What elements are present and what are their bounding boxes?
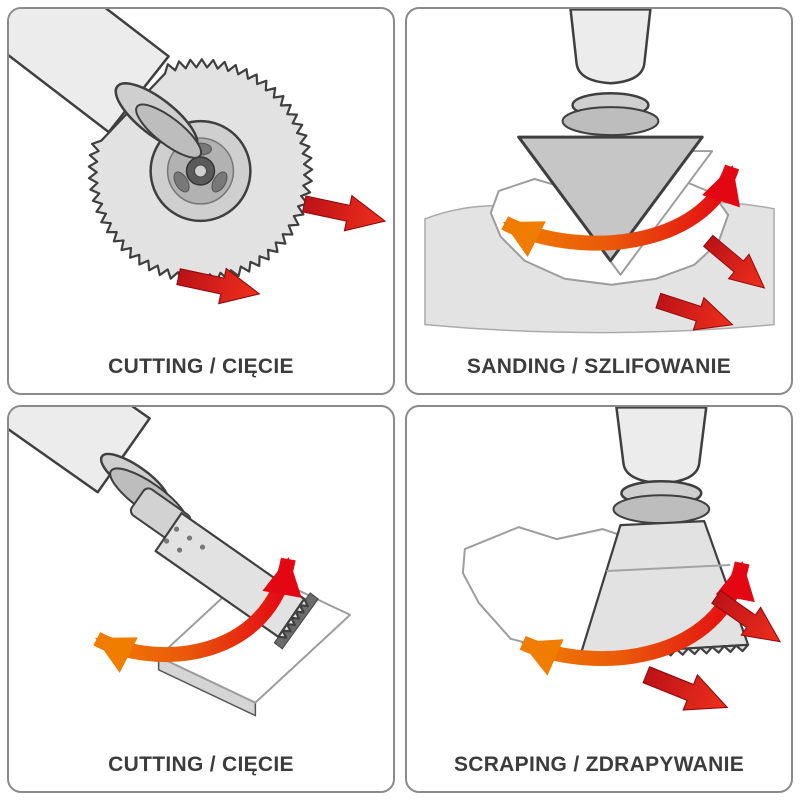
direction-arrow (638, 656, 735, 726)
panel-scraping: SCRAPING / ZDRAPYWANIE (405, 405, 793, 793)
panel-label: CUTTING / CIĘCIE (108, 355, 294, 378)
panel-label: SCRAPING / ZDRAPYWANIE (453, 753, 745, 776)
sanding-pad (517, 135, 704, 263)
panel-label: CUTTING / CIĘCIE (108, 753, 294, 776)
oscillation-arrow-head-left (85, 620, 138, 673)
tool-collar (114, 82, 203, 159)
tool-collar (612, 479, 711, 525)
segment-saw-illustration (9, 9, 390, 313)
panel-sanding: SANDING / SZLIFOWANIE (405, 7, 793, 395)
tool-body (569, 9, 652, 85)
panel-cutting-segment: CUTTING / CIĘCIE (7, 7, 395, 395)
blade-rivets (163, 526, 206, 553)
panel-label: SANDING / SZLIFOWANIE (466, 355, 732, 378)
plunge-blade-teeth (277, 597, 309, 639)
tool-body (9, 407, 151, 494)
panel-cutting-plunge: CUTTING / CIĘCIE (7, 405, 395, 793)
sanding-illustration (424, 9, 776, 341)
plunge-cut-illustration (9, 407, 352, 717)
blade-crease (606, 564, 731, 573)
direction-arrow (299, 185, 390, 240)
scraping-illustration (461, 407, 791, 726)
tool-collar (561, 91, 660, 137)
tool-body (615, 407, 708, 485)
